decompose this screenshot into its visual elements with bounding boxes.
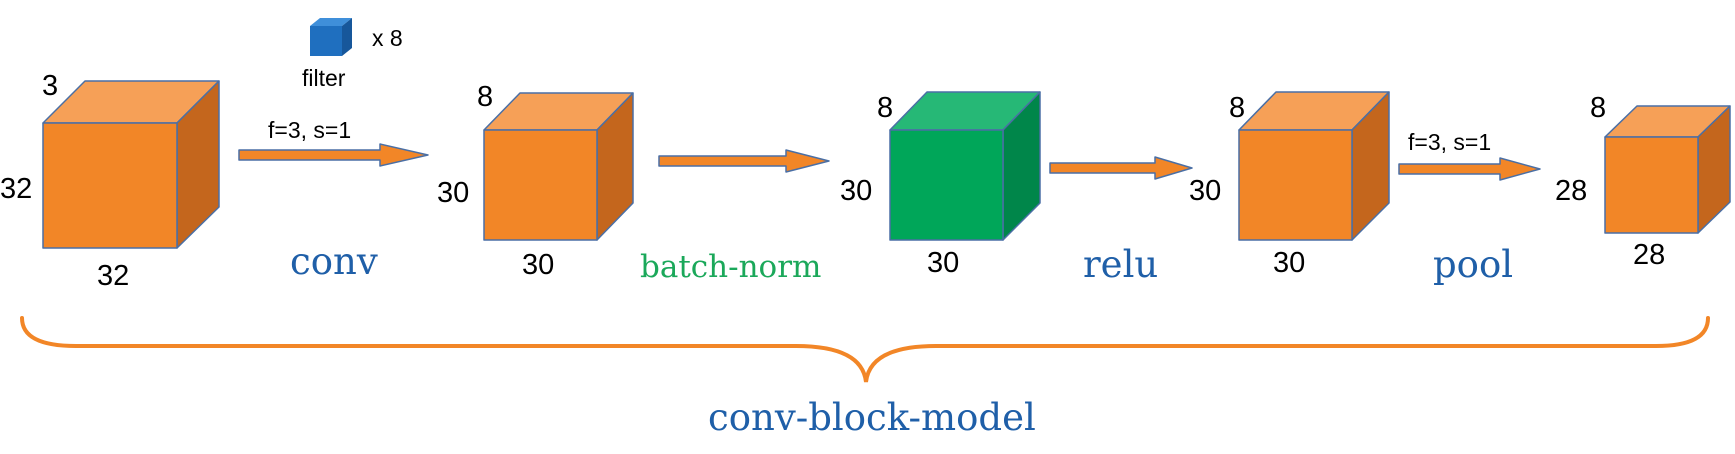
filter-count-label: x 8 (372, 25, 403, 51)
relu-output-cube (1238, 91, 1390, 241)
relu-output-depth-label: 8 (1229, 92, 1245, 124)
input-width-label: 32 (97, 260, 129, 292)
conv-output-depth-label: 8 (477, 81, 493, 113)
conv-output-cube (483, 92, 634, 241)
relu-op-label: relu (1083, 243, 1158, 286)
pool-params-label: f=3, s=1 (1408, 129, 1491, 155)
conv-params-label: f=3, s=1 (268, 117, 351, 143)
pool-output-height-label: 28 (1555, 175, 1587, 207)
group-brace (20, 316, 1710, 383)
pool-arrow (1398, 157, 1541, 181)
batch-norm-output-width-label: 30 (927, 247, 959, 279)
conv-output-height-label: 30 (437, 177, 469, 209)
pool-output-depth-label: 8 (1590, 92, 1606, 124)
pool-output-cube (1604, 105, 1731, 234)
batch-norm-output-cube (889, 91, 1041, 241)
relu-output-height-label: 30 (1189, 175, 1221, 207)
group-label: conv-block-model (708, 396, 1036, 439)
batch-norm-arrow (658, 149, 830, 173)
conv-op-label: conv (290, 240, 378, 283)
conv-output-width-label: 30 (522, 249, 554, 281)
batch-norm-output-height-label: 30 (840, 175, 872, 207)
relu-output-width-label: 30 (1273, 247, 1305, 279)
relu-arrow (1049, 156, 1193, 180)
input-height-label: 32 (0, 173, 32, 205)
filter-label: filter (302, 65, 346, 91)
pool-op-label: pool (1433, 243, 1513, 286)
batch-norm-output-depth-label: 8 (877, 92, 893, 124)
pool-output-width-label: 28 (1633, 239, 1665, 271)
input-depth-label: 3 (42, 70, 58, 102)
conv-arrow (238, 143, 429, 167)
filter-cube (310, 18, 352, 56)
input-volume-cube (42, 80, 220, 249)
batch-norm-op-label: batch-norm (640, 249, 821, 285)
